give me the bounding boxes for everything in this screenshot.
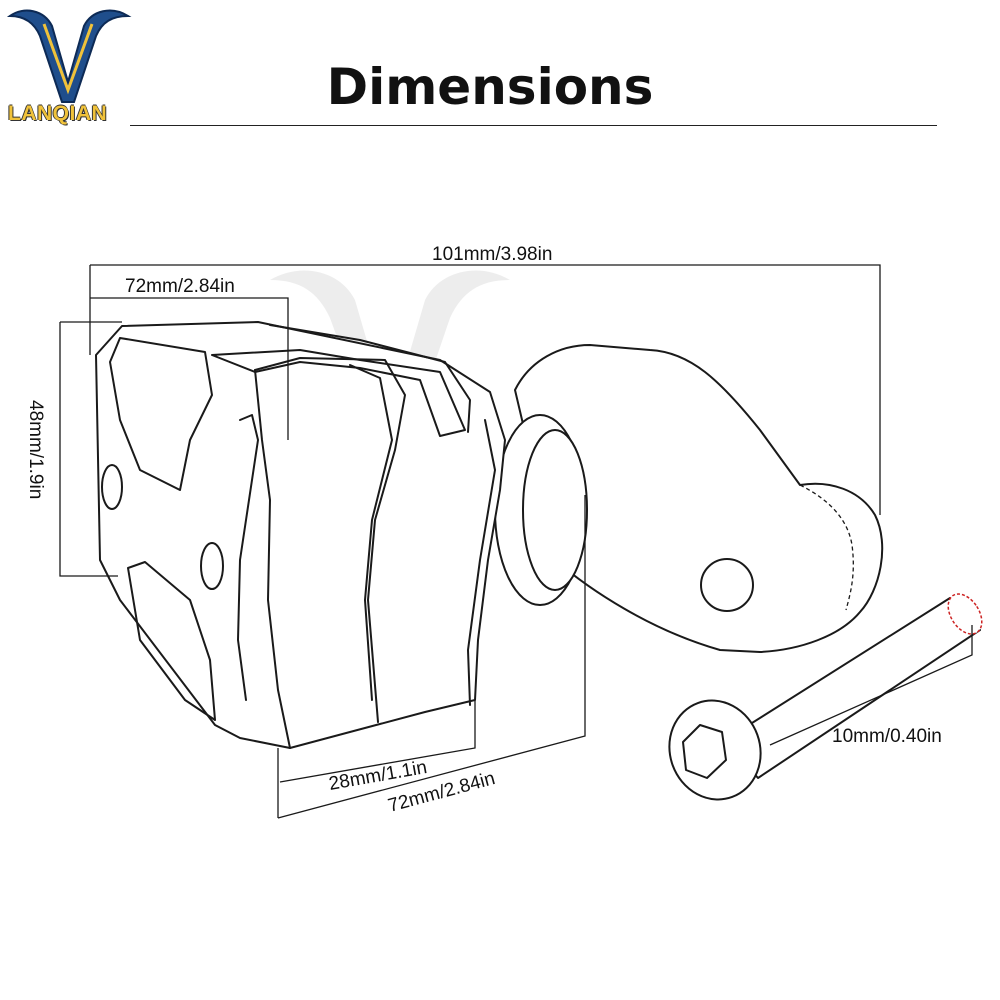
bolt-tip (947, 593, 983, 635)
logo-text: LANQIAN (8, 102, 108, 125)
label-height: 48mm/1.9in (25, 400, 46, 499)
slider-body (95, 321, 506, 749)
dimension-lines (59, 264, 973, 819)
logo-v-shape (6, 9, 132, 103)
page-title: Dimensions (326, 58, 654, 116)
bolt (668, 593, 983, 801)
body-bolt-hole-left (101, 464, 123, 510)
spacer-cylinder (494, 414, 588, 606)
body-bolt-hole-right (200, 542, 224, 590)
logo-v-highlight (42, 23, 94, 95)
title-divider (130, 125, 937, 126)
watermark-logo (270, 270, 510, 450)
label-bolt-diameter: 10mm/0.40in (832, 726, 942, 747)
lanqian-logo (6, 9, 132, 103)
label-overall-length: 101mm/3.98in (432, 244, 552, 265)
bolt-hex-socket (682, 724, 727, 779)
mounting-arm (514, 344, 884, 653)
label-body-length-top: 72mm/2.84in (125, 276, 235, 297)
arm-mounting-hole (700, 558, 754, 612)
